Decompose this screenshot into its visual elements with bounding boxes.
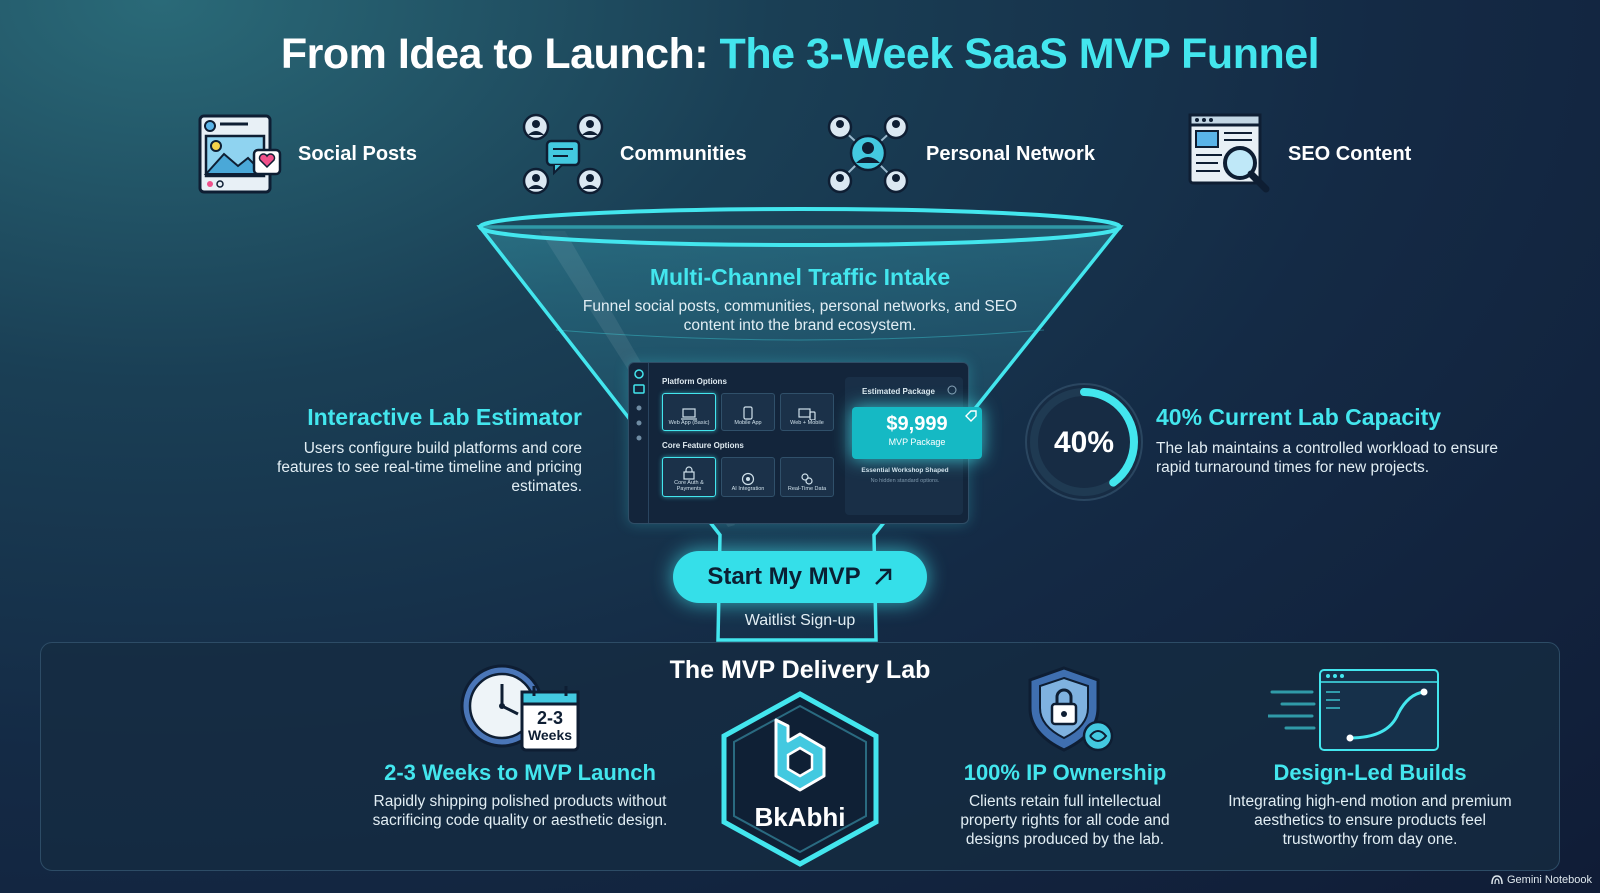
panel-sidebar (629, 363, 649, 523)
brand-name: BkAbhi (754, 802, 846, 832)
ai-brain-icon (741, 472, 755, 486)
community-chat-icon (522, 113, 604, 195)
estimator-heading: Interactive Lab Estimator (307, 404, 582, 430)
feature-heading: Design-Led Builds (1273, 760, 1467, 785)
page-title: From Idea to Launch: The 3-Week SaaS MVP… (0, 30, 1600, 79)
source-social-posts: Social Posts (198, 114, 417, 194)
design-chart-icon (1268, 669, 1439, 751)
feature-option-realtime[interactable]: Real-Time Data (780, 457, 834, 497)
notebook-logo-icon (1491, 875, 1503, 885)
package-label: Estimated Package (862, 387, 935, 396)
platform-option-web-mobile[interactable]: Web + Mobile (780, 393, 834, 431)
capacity-block: 40% Current Lab Capacity The lab maintai… (1156, 404, 1536, 477)
calendar-line2: Weeks (527, 727, 573, 743)
title-prefix: From Idea to Launch: (280, 30, 720, 78)
feature-option-ai[interactable]: AI Integration (721, 457, 775, 497)
platform-option-label: Mobile App (734, 420, 762, 426)
clock-calendar-icon (460, 664, 580, 752)
funnel-description: Funnel social posts, communities, person… (582, 298, 1018, 334)
estimator-panel: Platform Options Web App (Basic) Mobile … (628, 362, 982, 524)
lock-icon (683, 466, 695, 480)
start-mvp-button[interactable]: Start My MVP (673, 551, 927, 603)
network-people-icon (827, 114, 909, 194)
social-post-icon (198, 114, 282, 194)
lab-feature-ip: 100% IP Ownership Clients retain full in… (940, 760, 1190, 849)
capacity-description: The lab maintains a controlled workload … (1156, 440, 1499, 476)
info-icon (947, 385, 957, 395)
platform-option-mobile[interactable]: Mobile App (721, 393, 775, 431)
platform-options-label: Platform Options (662, 377, 727, 386)
capacity-percent: 40% (1054, 426, 1114, 459)
calendar-line1: 2-3 (536, 708, 563, 728)
estimator-block: Interactive Lab Estimator Users configur… (270, 404, 582, 496)
feature-option-label: AI Integration (731, 486, 765, 492)
feature-option-label: Core Auth & Payments (674, 480, 704, 492)
estimator-description: Users configure build platforms and core… (277, 440, 582, 495)
footer-credit-text: Gemini Notebook (1507, 874, 1592, 886)
shield-lock-icon (1028, 666, 1114, 752)
feature-option-auth[interactable]: Core Auth & Payments (662, 457, 716, 497)
brand-hexagon (721, 691, 879, 867)
platform-option-label: Web + Mobile (790, 420, 824, 426)
source-communities: Communities (522, 113, 747, 195)
price-box: $9,999 MVP Package (852, 407, 982, 459)
funnel-intake-block: Multi-Channel Traffic Intake Funnel soci… (578, 264, 1022, 335)
brand-logo-icon (774, 718, 826, 792)
devices-icon (798, 408, 816, 420)
phone-icon (743, 406, 753, 420)
platform-option-web[interactable]: Web App (Basic) (662, 393, 716, 431)
capacity-heading: 40% Current Lab Capacity (1156, 404, 1442, 430)
price-value: $9,999 (886, 413, 948, 435)
workshop-subtext: No hidden standard options. (870, 478, 940, 484)
capacity-gauge: 40% (1025, 383, 1143, 501)
feature-description: Integrating high-end motion and premium … (1228, 793, 1512, 848)
calendar-label: 2-3 Weeks (522, 708, 578, 744)
lab-feature-design: Design-Led Builds Integrating high-end m… (1220, 760, 1520, 849)
start-mvp-label: Start My MVP (707, 563, 861, 590)
source-label: Communities (620, 142, 747, 165)
laptop-icon (681, 408, 697, 420)
source-personal-network: Personal Network (826, 114, 1095, 194)
feature-option-label: Real-Time Data (787, 486, 827, 492)
lab-heading: The MVP Delivery Lab (669, 656, 931, 684)
feature-heading: 2-3 Weeks to MVP Launch (384, 760, 656, 785)
feature-description: Rapidly shipping polished products witho… (372, 793, 668, 829)
source-label: Social Posts (298, 142, 417, 165)
feature-heading: 100% IP Ownership (963, 760, 1167, 785)
source-seo-content: SEO Content (1188, 113, 1412, 194)
platform-option-label: Web App (Basic) (668, 420, 710, 426)
funnel-heading: Multi-Channel Traffic Intake (649, 264, 951, 290)
sidebar-icons (633, 369, 645, 441)
seo-document-search-icon (1188, 113, 1270, 193)
source-label: SEO Content (1288, 142, 1412, 165)
title-highlight: The 3-Week SaaS MVP Funnel (719, 30, 1320, 78)
feature-description: Clients retain full intellectual propert… (960, 793, 1170, 848)
lab-feature-speed: 2-3 Weeks to MVP Launch Rapidly shipping… (370, 760, 670, 830)
waitlist-label: Waitlist Sign-up (744, 612, 856, 629)
tag-icon (965, 410, 977, 422)
data-icon (801, 473, 813, 485)
workshop-text: Essential Workshop Shaped (861, 467, 949, 474)
price-caption: MVP Package (888, 437, 946, 447)
feature-options-label: Core Feature Options (662, 441, 744, 450)
source-label: Personal Network (926, 142, 1095, 165)
footer-credit: Gemini Notebook (1491, 874, 1592, 886)
arrow-up-right-icon (874, 568, 891, 585)
